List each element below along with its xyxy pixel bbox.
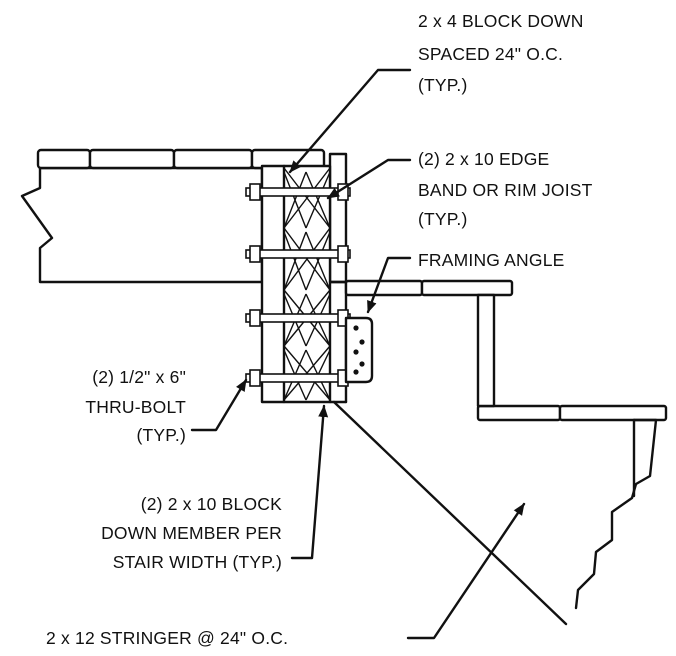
svg-text:STAIR WIDTH (TYP.): STAIR WIDTH (TYP.) [113,552,282,572]
bolt-1 [245,183,351,201]
label-thru-bolt: (2) 1/2" x 6" THRU-BOLT (TYP.) [85,367,186,445]
svg-text:SPACED 24" O.C.: SPACED 24" O.C. [418,44,563,64]
label-edge-band: (2) 2 x 10 EDGE BAND OR RIM JOIST (TYP.) [418,149,593,229]
svg-text:(TYP.): (TYP.) [418,209,468,229]
svg-text:BAND OR RIM JOIST: BAND OR RIM JOIST [418,180,593,200]
stair-riser [476,293,496,408]
label-block-down: 2 x 4 BLOCK DOWN SPACED 24" O.C. (TYP.) [418,11,584,95]
svg-text:2 x 12 STRINGER @ 24" O.C.: 2 x 12 STRINGER @ 24" O.C. [46,628,288,648]
bolt-2 [245,245,351,263]
stair-treads [344,279,668,422]
svg-text:DOWN MEMBER PER: DOWN MEMBER PER [101,523,282,543]
thru-bolts [245,183,351,387]
stringer [332,400,658,626]
svg-text:(TYP.): (TYP.) [137,425,187,445]
svg-text:(2) 1/2" x 6": (2) 1/2" x 6" [92,367,186,387]
svg-text:THRU-BOLT: THRU-BOLT [85,397,186,417]
svg-text:(2) 2 x 10 BLOCK: (2) 2 x 10 BLOCK [141,494,282,514]
svg-text:(2) 2 x 10 EDGE: (2) 2 x 10 EDGE [418,149,549,169]
label-stringer: 2 x 12 STRINGER @ 24" O.C. [46,628,288,648]
svg-text:(TYP.): (TYP.) [418,75,468,95]
deck-joist [20,166,264,284]
label-framing-angle: FRAMING ANGLE [418,250,565,270]
label-block-member: (2) 2 x 10 BLOCK DOWN MEMBER PER STAIR W… [101,494,282,572]
svg-text:2 x 4 BLOCK DOWN: 2 x 4 BLOCK DOWN [418,11,584,31]
svg-text:FRAMING ANGLE: FRAMING ANGLE [418,250,565,270]
rim-joist-assembly [260,164,348,404]
leader-lines [190,68,526,640]
framing-angle-bracket [344,316,374,384]
